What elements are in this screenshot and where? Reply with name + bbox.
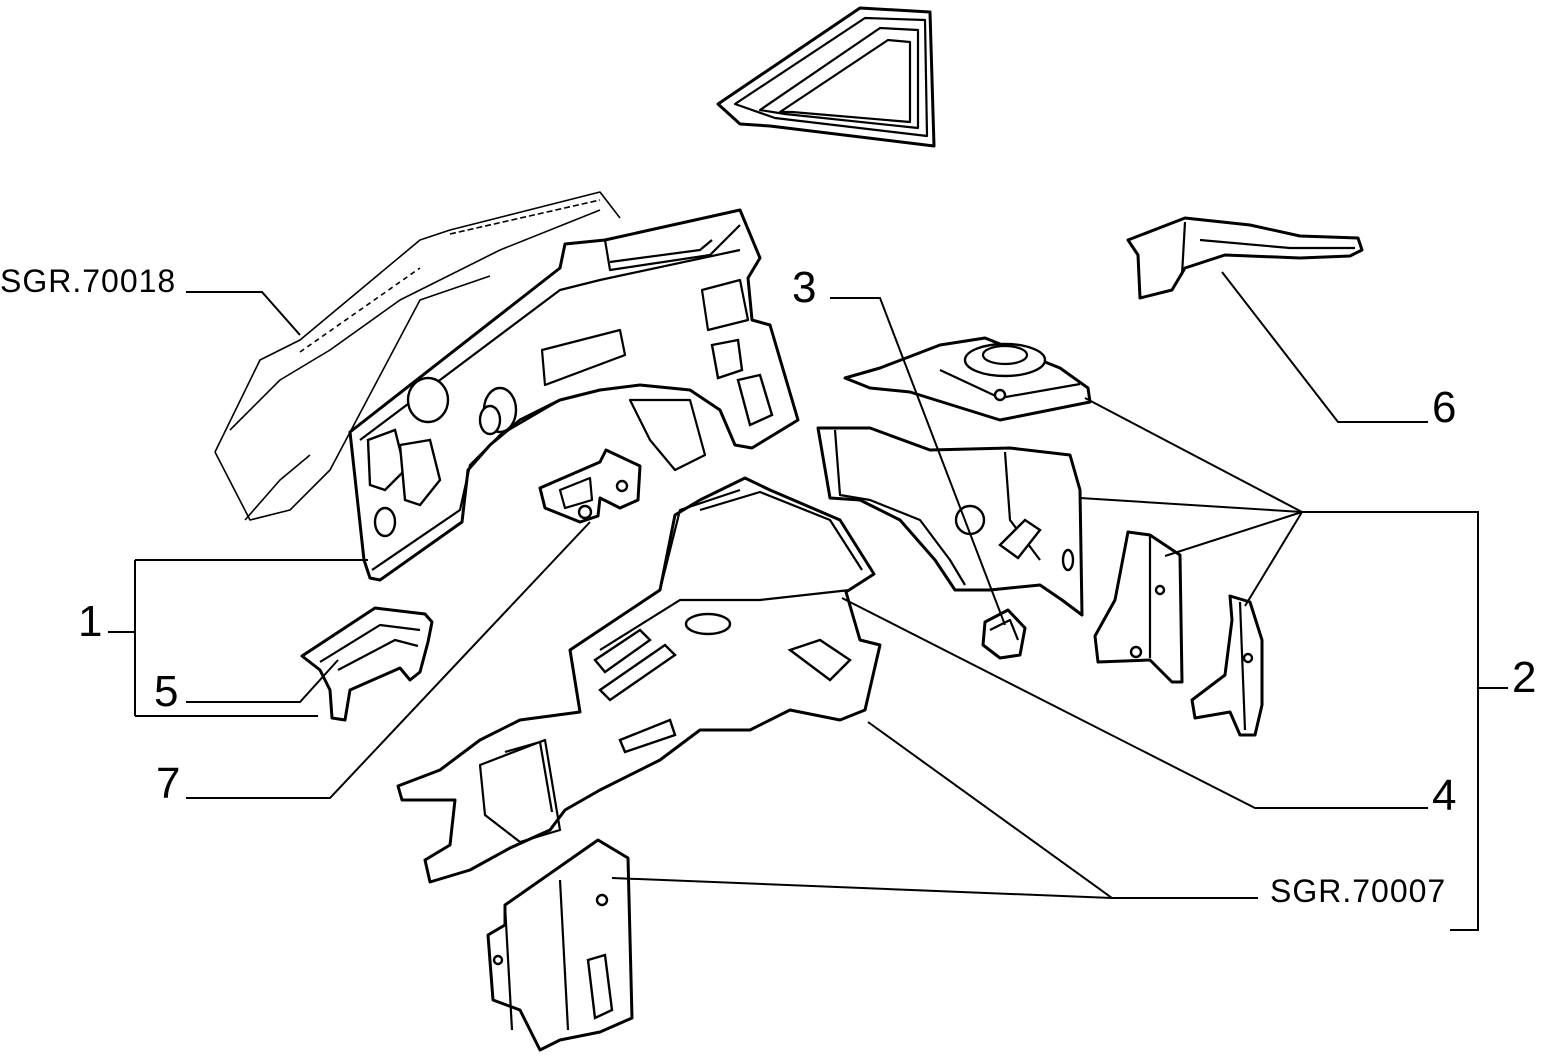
leader-sgr-70007 xyxy=(611,721,1258,899)
ref-label-sgr-70018: SGR.70018 xyxy=(0,263,176,299)
part-2-quarter-pillar xyxy=(1093,530,1184,684)
ref-label-sgr-70007: SGR.70007 xyxy=(1270,873,1446,909)
part-2-outer-quarter-inner xyxy=(816,426,1084,617)
callout-5: 5 xyxy=(154,667,178,716)
quarter-window-glass xyxy=(716,6,936,148)
callout-7: 7 xyxy=(156,759,180,808)
callout-2: 2 xyxy=(1512,653,1536,702)
leader-7 xyxy=(186,521,591,799)
part-3-small-plate xyxy=(981,608,1027,660)
part-5-channel-bracket xyxy=(300,606,434,722)
callout-1: 1 xyxy=(78,597,102,646)
leader-4 xyxy=(841,597,1428,809)
callout-4: 4 xyxy=(1432,771,1456,820)
leader-2-bracket xyxy=(1302,511,1508,931)
part-2-rear-shock-tower xyxy=(843,336,1092,422)
roof-panel-outline xyxy=(214,191,621,521)
leader-3 xyxy=(830,297,1006,626)
leader-5 xyxy=(186,659,339,703)
leader-lines xyxy=(108,271,1508,931)
leader-sgr-70018 xyxy=(186,291,301,336)
part-2-tail-bracket xyxy=(1190,594,1264,737)
lower-closing-panel xyxy=(486,838,634,1052)
leader-6 xyxy=(1221,271,1428,423)
leader-1-bracket xyxy=(108,559,368,717)
callout-3: 3 xyxy=(792,263,816,312)
callout-6: 6 xyxy=(1432,383,1456,432)
part-7-bracket xyxy=(538,448,642,524)
part-6-upper-bracket xyxy=(1126,216,1364,300)
leader-2-fan xyxy=(1079,397,1303,607)
part-4-wheelhouse xyxy=(396,476,882,884)
part-1-inner-side-panel xyxy=(348,208,800,582)
labels: SGR.70018 1 5 7 3 6 2 4 SGR.70007 xyxy=(0,263,1536,909)
